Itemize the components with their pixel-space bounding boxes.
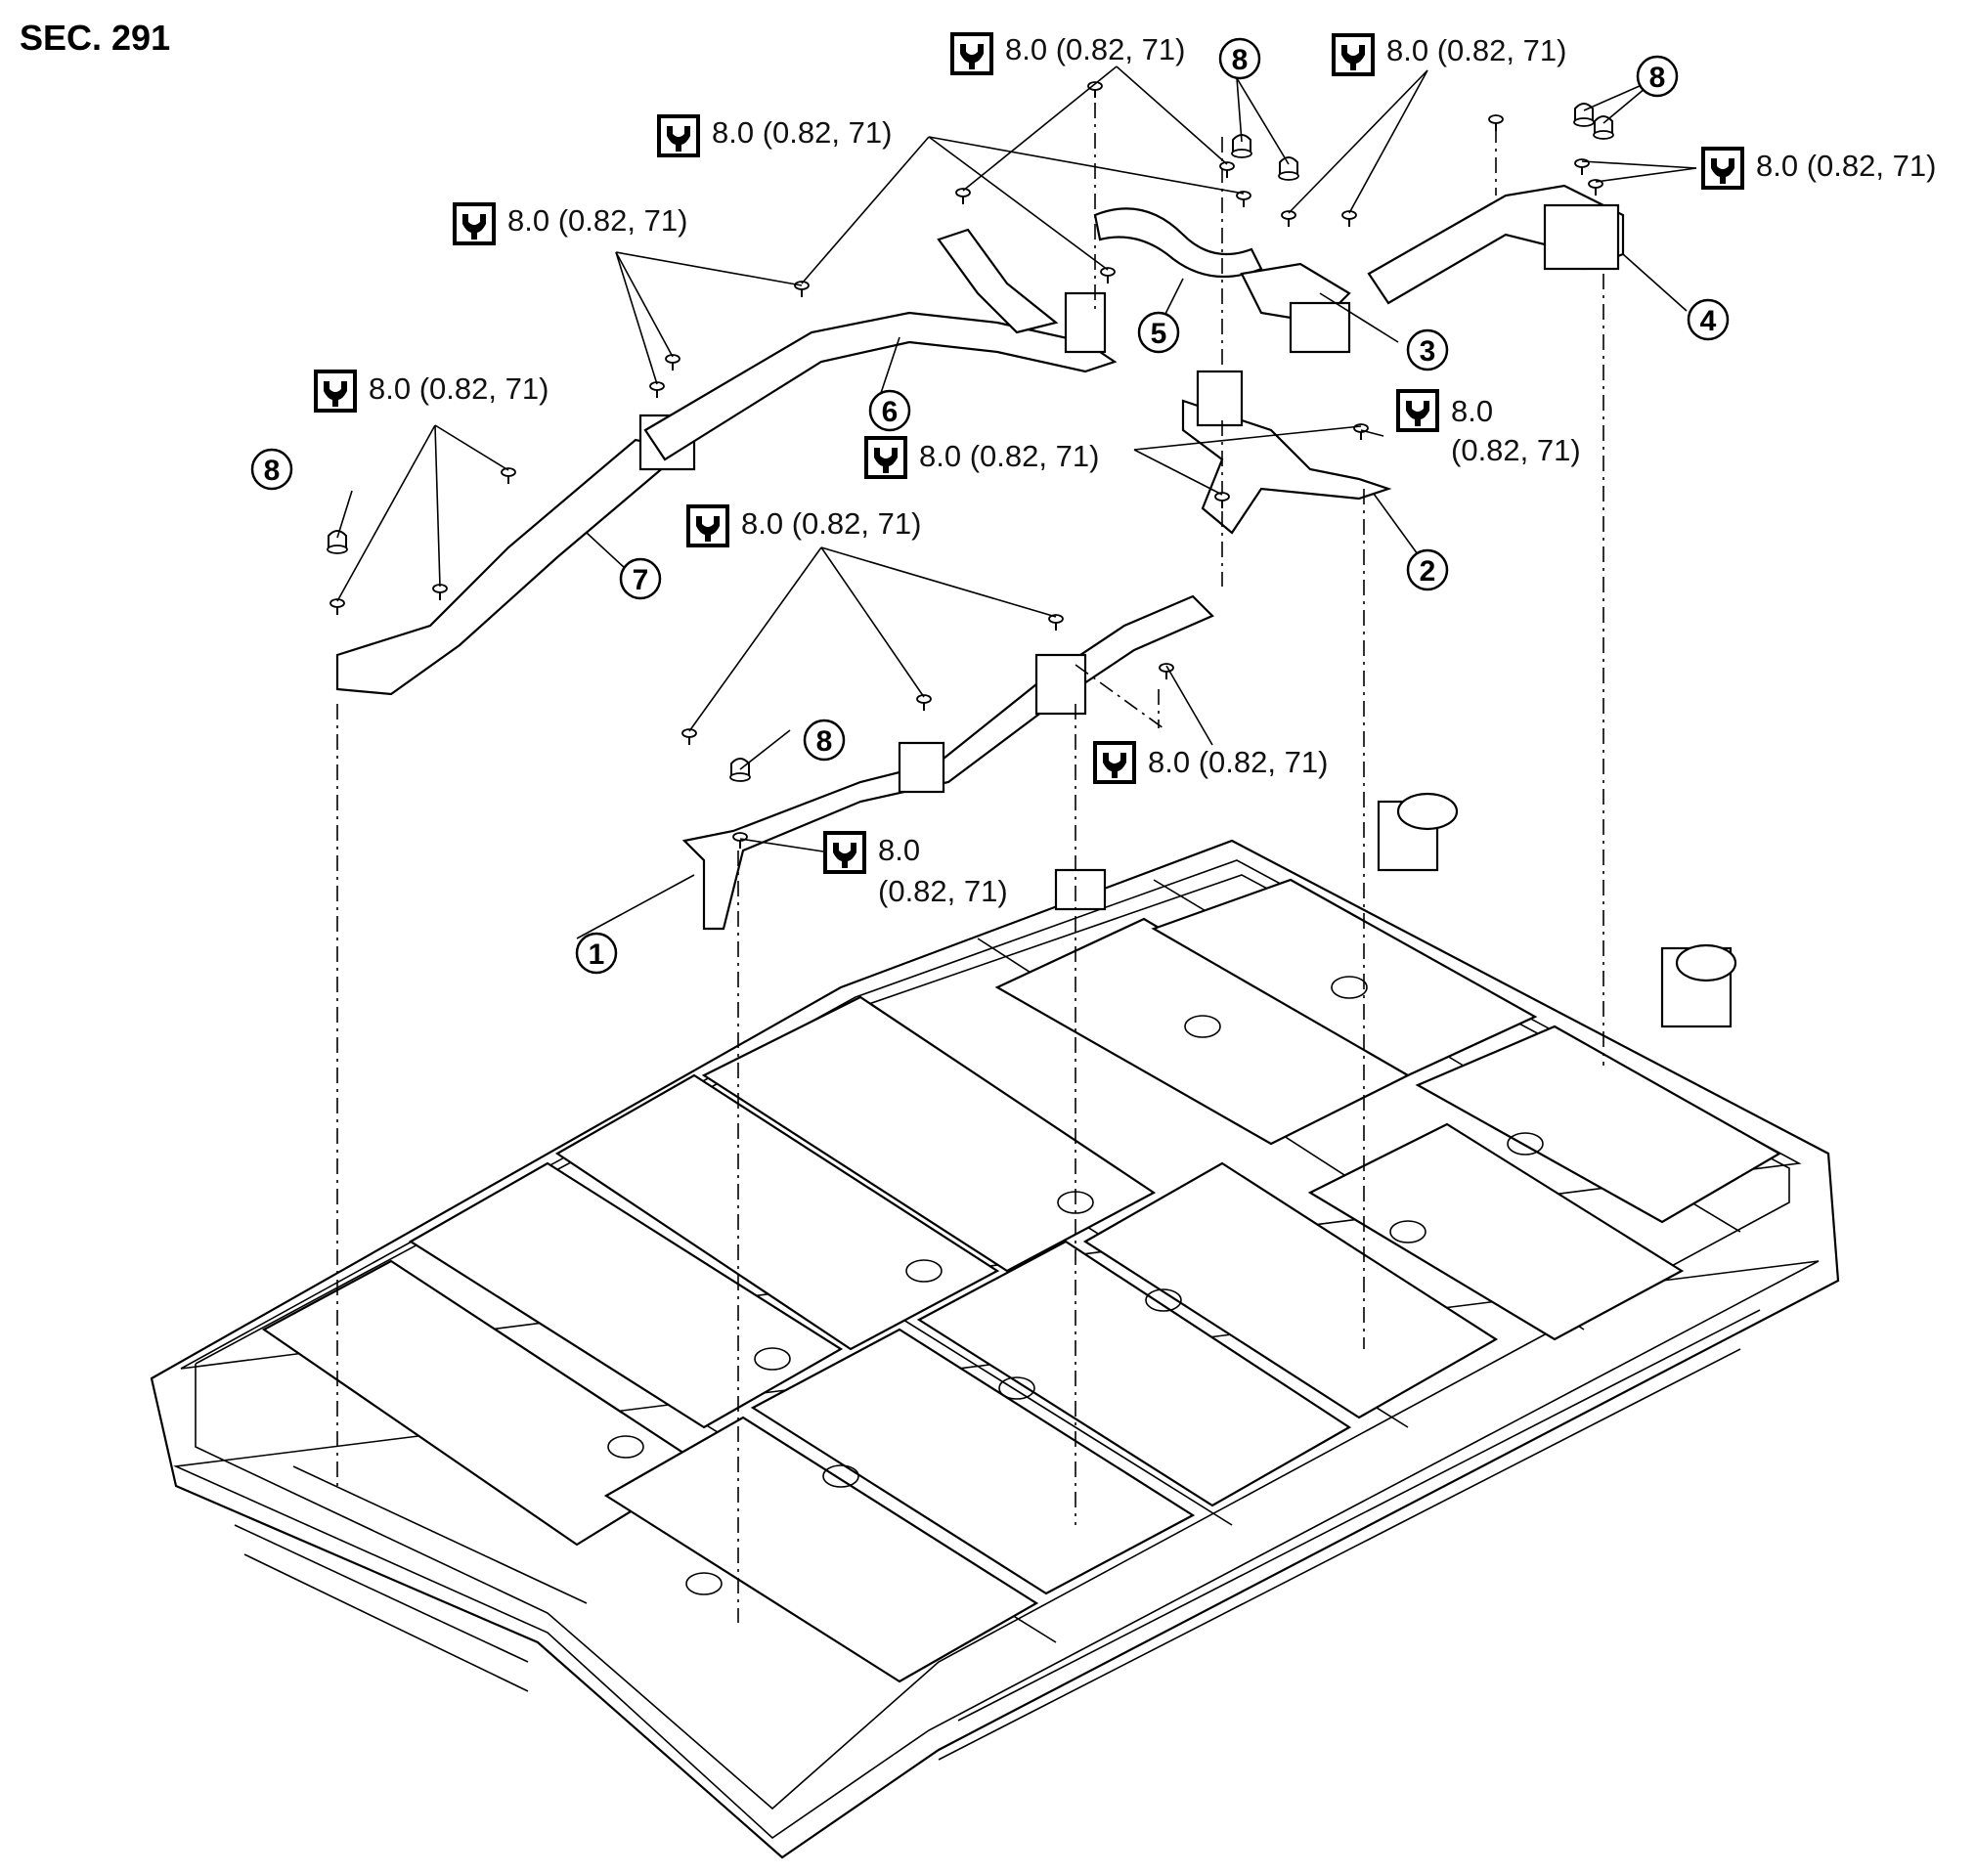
torque-wrench-icon	[1332, 33, 1375, 76]
callouts: 1 2 3 4 5 6 7	[250, 37, 1730, 975]
callout-number: 3	[1420, 335, 1436, 368]
torque-label: 8.0 (0.82, 71)	[1005, 32, 1185, 66]
torque-wrench-icon	[1701, 147, 1744, 190]
callout-number: 5	[1151, 318, 1167, 350]
callout-8c: 8	[250, 448, 293, 491]
torque-wrench-icon	[950, 32, 993, 75]
callout-6: 6	[868, 389, 911, 432]
torque-label: 8.0 (0.82, 71)	[919, 439, 1099, 473]
callout-number: 8	[1649, 62, 1666, 94]
callout-5: 5	[1137, 311, 1180, 354]
callout-8d: 8	[803, 719, 846, 762]
callout-8a: 8	[1218, 37, 1261, 80]
callout-number: 8	[1232, 44, 1249, 76]
harness-parts	[335, 184, 1625, 931]
section-label: SEC. 291	[20, 18, 171, 58]
torque-wrench-icon	[823, 831, 866, 874]
torque-split-top: 8.0	[878, 833, 920, 867]
torque-split-bottom: (0.82, 71)	[878, 874, 1008, 908]
torque-wrench-icon	[864, 436, 907, 479]
callout-number: 8	[816, 725, 833, 758]
torque-labels: 8.0 (0.82, 71) 8.0 (0.82, 71) 8.0 (0.82,…	[369, 32, 1936, 908]
torque-label: 8.0 (0.82, 71)	[1148, 745, 1328, 779]
torque-label: 8.0 (0.82, 71)	[712, 115, 892, 150]
torque-split-bottom: (0.82, 71)	[1451, 433, 1581, 467]
torque-wrench-icon	[453, 202, 496, 245]
leader-lines	[336, 65, 1697, 939]
torque-label: 8.0 (0.82, 71)	[1756, 149, 1936, 183]
torque-wrench-icon	[686, 504, 729, 547]
torque-label: 8.0 (0.82, 71)	[369, 371, 549, 406]
callout-number: 8	[264, 455, 281, 487]
torque-wrench-icon	[1396, 389, 1439, 432]
callout-4: 4	[1687, 298, 1730, 341]
callout-number: 1	[589, 938, 605, 971]
callout-3: 3	[1406, 328, 1449, 371]
callout-1: 1	[575, 932, 618, 975]
torque-label: 8.0 (0.82, 71)	[741, 506, 921, 541]
callout-2: 2	[1406, 548, 1449, 591]
callout-7: 7	[619, 557, 662, 600]
callout-8b: 8	[1636, 55, 1679, 98]
torque-label: 8.0 (0.82, 71)	[507, 203, 687, 238]
torque-label: 8.0 (0.82, 71)	[1386, 33, 1566, 67]
callout-number: 4	[1700, 305, 1717, 337]
torque-wrench-icon	[657, 114, 700, 157]
callout-number: 7	[633, 564, 649, 596]
torque-wrench-icon	[314, 370, 357, 413]
torque-split-top: 8.0	[1451, 394, 1493, 428]
callout-number: 6	[882, 396, 899, 428]
torque-wrench-icon	[1093, 741, 1136, 784]
battery-pack	[150, 792, 1840, 1859]
callout-number: 2	[1420, 555, 1436, 588]
